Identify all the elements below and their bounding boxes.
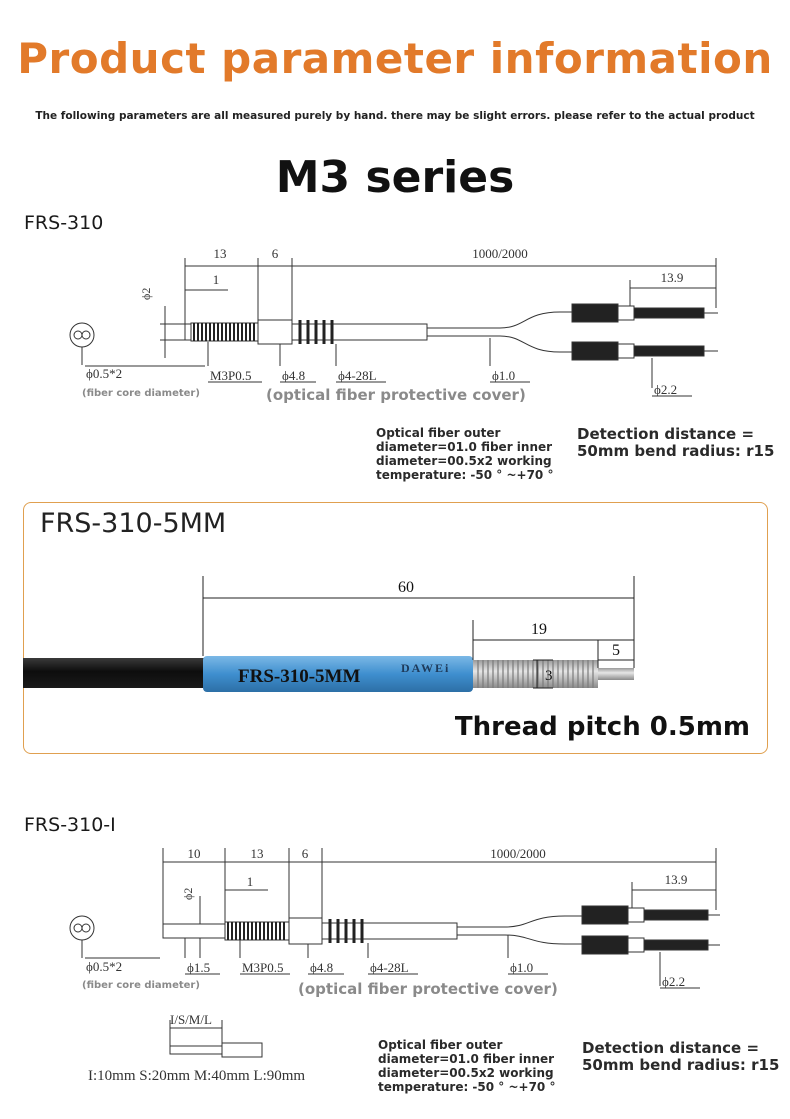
dim-19: 19 (531, 621, 547, 638)
dim-13: 13 (251, 846, 264, 861)
dim-3: 3 (545, 668, 553, 684)
label-thread: M3P0.5 (210, 368, 252, 383)
brand-logo: DAWEi (401, 661, 450, 675)
label-phi428: ϕ4-28L (370, 960, 409, 975)
dim-6: 6 (302, 846, 309, 861)
isml-label: I/S/M/L (170, 1012, 212, 1027)
dim-10: 10 (188, 846, 201, 861)
thread-pitch: Thread pitch 0.5mm (454, 712, 750, 742)
series-heading: M3 series (275, 152, 515, 203)
dim-5: 5 (612, 642, 620, 659)
model-frs-310-5mm: FRS-310-5MM (40, 508, 227, 539)
spec-text: Optical fiber outer diameter=01.0 fiber … (376, 426, 554, 482)
label-phi48: ϕ4.8 (310, 960, 333, 975)
dim-60: 60 (398, 579, 414, 596)
label-phi22: ϕ2.2 (662, 974, 685, 989)
core-caption-i: (fiber core diameter) (82, 980, 200, 991)
dim-1: 1 (213, 272, 220, 287)
dim-13: 13 (214, 246, 227, 261)
sleeve-label: FRS-310-5MM (238, 666, 360, 687)
label-phi48: ϕ4.8 (282, 368, 305, 383)
label-phi428: ϕ4-28L (338, 368, 377, 383)
label-phi15: ϕ1.5 (187, 960, 210, 975)
frs-310-5mm-photo: 60 19 5 3 FRS-310-5MM DAWEi (23, 576, 635, 692)
label-core: ϕ0.5*2 (86, 959, 122, 974)
tip-lengths: I:10mm S:20mm M:40mm L:90mm (88, 1068, 306, 1084)
frs-310-drawing: 13 6 1000/2000 1 ϕ2 13.9 ϕ0.5*2 M3P0.5 ϕ… (69, 246, 718, 397)
label-phi22: ϕ2.2 (654, 382, 677, 397)
cover-caption: (optical fiber protective cover) (266, 386, 526, 404)
frs-310-i-drawing: 10 13 6 1000/2000 1 ϕ2 13.9 ϕ0.5*2 ϕ1.5 … (69, 846, 720, 989)
detect-text: Detection distance = 50mm bend radius: r… (577, 425, 775, 460)
label-phi10: ϕ1.0 (510, 960, 533, 975)
core-caption: (fiber core diameter) (82, 388, 200, 399)
dim-length: 1000/2000 (490, 846, 546, 861)
model-frs-310-i: FRS-310-I (24, 814, 116, 836)
dim-6: 6 (272, 246, 279, 261)
label-thread: M3P0.5 (242, 960, 284, 975)
dim-13-9: 13.9 (665, 872, 688, 887)
dim-phi2: ϕ2 (139, 288, 153, 300)
dim-phi2: ϕ2 (181, 888, 195, 900)
label-core: ϕ0.5*2 (86, 366, 122, 381)
page-subtitle: The following parameters are all measure… (35, 110, 755, 122)
page-title: Product parameter information (17, 34, 773, 83)
label-phi10: ϕ1.0 (492, 368, 515, 383)
cover-caption-i: (optical fiber protective cover) (298, 980, 558, 998)
tip-length-sketch (169, 1020, 263, 1058)
dim-1: 1 (247, 874, 254, 889)
spec-text-i: Optical fiber outer diameter=01.0 fiber … (378, 1038, 556, 1094)
dim-length: 1000/2000 (472, 246, 528, 261)
detect-text-i: Detection distance = 50mm bend radius: r… (582, 1039, 780, 1074)
model-frs-310: FRS-310 (24, 212, 104, 234)
dim-13-9: 13.9 (661, 270, 684, 285)
photo-panel (23, 502, 768, 754)
